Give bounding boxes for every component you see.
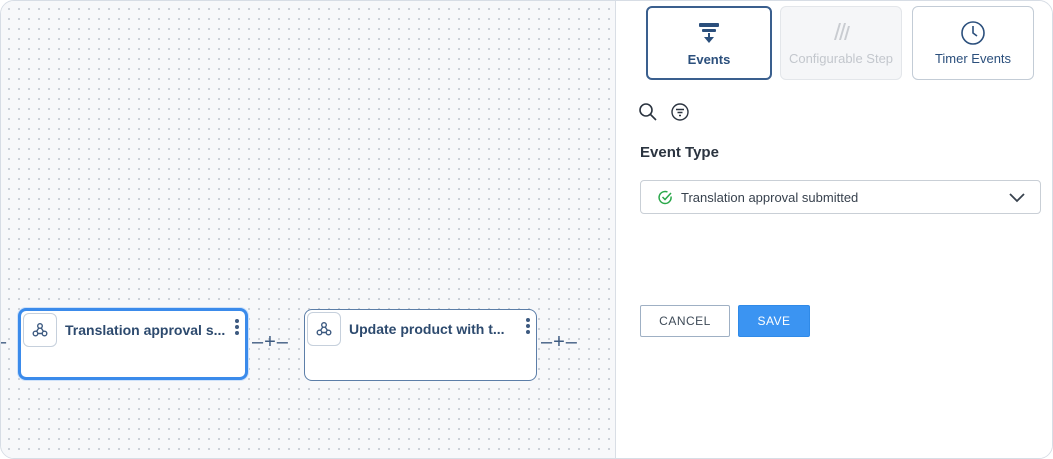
connector-left: – <box>1 332 7 352</box>
workflow-canvas[interactable]: – Translation approval s... –+– Update p… <box>1 1 615 458</box>
check-circle-icon <box>658 190 673 210</box>
search-icon[interactable] <box>638 102 658 122</box>
tab-label: Configurable Step <box>788 51 894 66</box>
panel-divider <box>615 1 616 458</box>
node-menu-icon[interactable] <box>524 318 532 338</box>
configurable-step-icon <box>781 20 901 46</box>
workflow-node-translation-approval[interactable]: Translation approval s... <box>18 308 248 380</box>
event-type-value: Translation approval submitted <box>681 190 859 205</box>
webhook-icon <box>307 312 341 346</box>
chevron-down-icon <box>1009 191 1025 209</box>
clock-icon <box>913 20 1033 46</box>
event-type-select[interactable]: Translation approval submitted <box>640 180 1041 214</box>
tab-configurable-step[interactable]: Configurable Step <box>780 6 902 80</box>
tab-timer-events[interactable]: Timer Events <box>912 6 1034 80</box>
side-panel: Events Configurable Step Timer Events <box>616 1 1052 458</box>
filter-icon[interactable] <box>670 102 690 122</box>
cancel-button[interactable]: CANCEL <box>640 305 730 337</box>
tab-label: Timer Events <box>934 51 1012 66</box>
save-button[interactable]: SAVE <box>738 305 810 337</box>
tab-events[interactable]: Events <box>646 6 772 80</box>
events-icon <box>648 21 770 47</box>
event-type-label: Event Type <box>640 144 719 161</box>
connector-add[interactable]: –+– <box>541 331 578 353</box>
node-title: Translation approval s... <box>65 322 226 338</box>
workflow-node-update-product[interactable]: Update product with t... <box>304 309 537 381</box>
tab-label: Events <box>687 52 731 67</box>
node-title: Update product with t... <box>349 321 505 337</box>
node-menu-icon[interactable] <box>233 319 241 339</box>
connector-add[interactable]: –+– <box>252 331 289 353</box>
webhook-icon <box>23 313 57 347</box>
